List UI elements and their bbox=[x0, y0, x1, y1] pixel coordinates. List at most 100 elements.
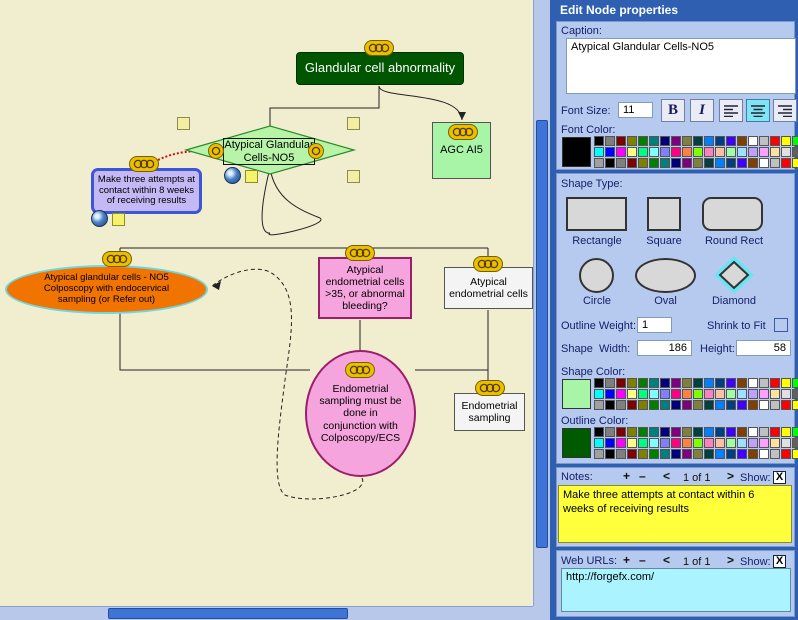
urls-show-checkbox[interactable]: X bbox=[773, 555, 786, 568]
outline-weight-input[interactable]: 1 bbox=[637, 317, 672, 333]
palette-color-swatch[interactable] bbox=[660, 147, 670, 157]
shape-color-palette[interactable] bbox=[594, 378, 798, 410]
palette-color-swatch[interactable] bbox=[660, 427, 670, 437]
palette-color-swatch[interactable] bbox=[737, 438, 747, 448]
palette-color-swatch[interactable] bbox=[594, 136, 604, 146]
palette-color-swatch[interactable] bbox=[660, 136, 670, 146]
palette-color-swatch[interactable] bbox=[671, 438, 681, 448]
shape-round-rect-option[interactable] bbox=[702, 197, 763, 231]
palette-color-swatch[interactable] bbox=[649, 400, 659, 410]
palette-color-swatch[interactable] bbox=[616, 378, 626, 388]
palette-color-swatch[interactable] bbox=[649, 158, 659, 168]
palette-color-swatch[interactable] bbox=[660, 158, 670, 168]
link-rings-icon[interactable] bbox=[345, 245, 375, 261]
node-glandular-abnormality[interactable]: Glandular cell abnormality bbox=[296, 52, 464, 85]
palette-color-swatch[interactable] bbox=[726, 147, 736, 157]
palette-color-swatch[interactable] bbox=[715, 449, 725, 459]
palette-color-swatch[interactable] bbox=[671, 378, 681, 388]
palette-color-swatch[interactable] bbox=[693, 400, 703, 410]
palette-color-swatch[interactable] bbox=[627, 389, 637, 399]
palette-color-swatch[interactable] bbox=[715, 158, 725, 168]
shape-rectangle-option[interactable] bbox=[566, 197, 627, 231]
connector-top-right[interactable] bbox=[378, 85, 463, 121]
globe-icon[interactable] bbox=[224, 167, 241, 184]
palette-color-swatch[interactable] bbox=[671, 449, 681, 459]
palette-color-swatch[interactable] bbox=[682, 438, 692, 448]
palette-color-swatch[interactable] bbox=[726, 389, 736, 399]
palette-color-swatch[interactable] bbox=[649, 378, 659, 388]
palette-color-swatch[interactable] bbox=[737, 147, 747, 157]
palette-color-swatch[interactable] bbox=[726, 378, 736, 388]
palette-color-swatch[interactable] bbox=[671, 147, 681, 157]
next-note-button[interactable]: > bbox=[727, 469, 735, 483]
palette-color-swatch[interactable] bbox=[605, 158, 615, 168]
width-input[interactable]: 186 bbox=[637, 340, 692, 356]
palette-color-swatch[interactable] bbox=[715, 378, 725, 388]
selection-handle[interactable] bbox=[177, 117, 190, 130]
palette-color-swatch[interactable] bbox=[616, 389, 626, 399]
palette-color-swatch[interactable] bbox=[682, 136, 692, 146]
palette-color-swatch[interactable] bbox=[737, 136, 747, 146]
palette-color-swatch[interactable] bbox=[770, 427, 780, 437]
palette-color-swatch[interactable] bbox=[781, 449, 791, 459]
palette-color-swatch[interactable] bbox=[605, 378, 615, 388]
link-rings-icon[interactable] bbox=[308, 143, 324, 159]
connector-atyp-right[interactable] bbox=[415, 310, 489, 371]
palette-color-swatch[interactable] bbox=[726, 400, 736, 410]
palette-color-swatch[interactable] bbox=[792, 147, 798, 157]
selection-handle[interactable] bbox=[347, 170, 360, 183]
palette-color-swatch[interactable] bbox=[715, 389, 725, 399]
palette-color-swatch[interactable] bbox=[759, 438, 769, 448]
palette-color-swatch[interactable] bbox=[616, 158, 626, 168]
connector-diamond-down[interactable] bbox=[261, 167, 271, 234]
palette-color-swatch[interactable] bbox=[792, 449, 798, 459]
palette-color-swatch[interactable] bbox=[704, 400, 714, 410]
node-atypical-endometrial-35[interactable]: Atypical endometrial cells >35, or abnor… bbox=[318, 257, 412, 319]
palette-color-swatch[interactable] bbox=[627, 427, 637, 437]
palette-color-swatch[interactable] bbox=[682, 400, 692, 410]
add-url-button[interactable]: + bbox=[623, 553, 631, 567]
web-urls-textarea[interactable]: http://forgefx.com/ bbox=[561, 568, 791, 612]
connector-dashed-loop[interactable] bbox=[211, 268, 364, 500]
palette-color-swatch[interactable] bbox=[781, 438, 791, 448]
flowchart-canvas[interactable]: Glandular cell abnormality Atypical Glan… bbox=[0, 0, 533, 606]
palette-color-swatch[interactable] bbox=[715, 438, 725, 448]
horizontal-scroll-thumb[interactable] bbox=[108, 608, 348, 619]
shape-oval-option[interactable] bbox=[635, 258, 696, 293]
palette-color-swatch[interactable] bbox=[660, 449, 670, 459]
palette-color-swatch[interactable] bbox=[605, 449, 615, 459]
prev-note-button[interactable]: < bbox=[663, 469, 671, 483]
palette-color-swatch[interactable] bbox=[781, 147, 791, 157]
shape-square-option[interactable] bbox=[647, 197, 681, 231]
palette-color-swatch[interactable] bbox=[781, 427, 791, 437]
palette-color-swatch[interactable] bbox=[627, 147, 637, 157]
palette-color-swatch[interactable] bbox=[605, 389, 615, 399]
palette-color-swatch[interactable] bbox=[605, 438, 615, 448]
palette-color-swatch[interactable] bbox=[594, 158, 604, 168]
remove-url-button[interactable]: – bbox=[639, 553, 646, 567]
palette-color-swatch[interactable] bbox=[781, 158, 791, 168]
palette-color-swatch[interactable] bbox=[594, 427, 604, 437]
notes-show-checkbox[interactable]: X bbox=[773, 471, 786, 484]
palette-color-swatch[interactable] bbox=[594, 147, 604, 157]
palette-color-swatch[interactable] bbox=[638, 389, 648, 399]
palette-color-swatch[interactable] bbox=[660, 438, 670, 448]
align-left-button[interactable] bbox=[719, 99, 743, 122]
outline-color-swatch[interactable] bbox=[562, 428, 591, 458]
palette-color-swatch[interactable] bbox=[748, 147, 758, 157]
add-note-button[interactable]: + bbox=[623, 469, 631, 483]
palette-color-swatch[interactable] bbox=[792, 389, 798, 399]
notes-textarea[interactable]: Make three attempts at contact within 6 … bbox=[558, 485, 792, 543]
palette-color-swatch[interactable] bbox=[682, 147, 692, 157]
palette-color-swatch[interactable] bbox=[726, 438, 736, 448]
link-rings-icon[interactable] bbox=[475, 380, 505, 396]
font-size-input[interactable]: 11 bbox=[618, 102, 653, 118]
vertical-scrollbar[interactable] bbox=[533, 0, 550, 606]
link-rings-icon[interactable] bbox=[364, 40, 394, 56]
node-atypical-glandular-caption[interactable]: Atypical Glandular Cells-NO5 bbox=[223, 138, 315, 165]
palette-color-swatch[interactable] bbox=[704, 158, 714, 168]
link-rings-icon[interactable] bbox=[448, 124, 478, 140]
palette-color-swatch[interactable] bbox=[627, 400, 637, 410]
align-right-button[interactable] bbox=[773, 99, 797, 122]
palette-color-swatch[interactable] bbox=[638, 438, 648, 448]
